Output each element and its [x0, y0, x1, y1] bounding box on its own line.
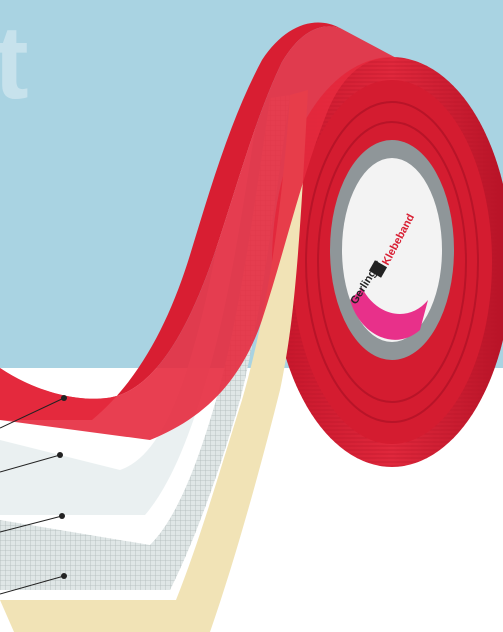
pointer-dot-mesh-scrim [59, 513, 65, 519]
headline-fragment: t [0, 5, 29, 121]
pointer-dot-clear-film [57, 452, 63, 458]
pointer-dot-red-backing [61, 395, 67, 401]
pointer-dot-beige-liner [61, 573, 67, 579]
